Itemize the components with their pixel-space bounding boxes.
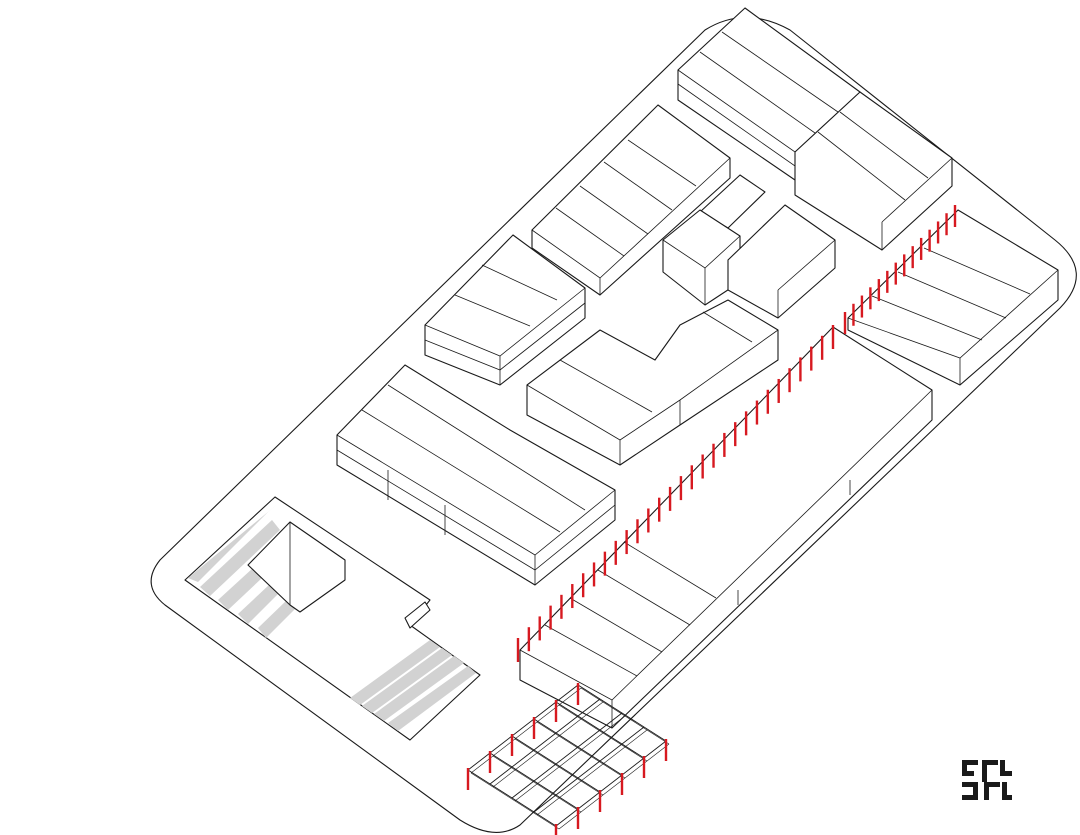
building-west-south bbox=[336, 364, 616, 586]
pergola-beam bbox=[580, 687, 670, 745]
building-north-tall bbox=[677, 7, 953, 251]
pergola-beam bbox=[511, 735, 601, 793]
pergola-beam bbox=[533, 726, 645, 813]
pergola-beam bbox=[492, 755, 582, 813]
pergola-beam bbox=[555, 740, 667, 827]
pergola-beam bbox=[514, 715, 626, 802]
parking-plaza bbox=[184, 496, 481, 741]
building-center bbox=[526, 299, 779, 466]
pergola-beam bbox=[577, 684, 667, 742]
pergola-beam bbox=[558, 704, 648, 762]
pergola-beam bbox=[489, 752, 579, 810]
parking-ramp-east bbox=[350, 640, 476, 731]
pergola-beam bbox=[489, 698, 601, 785]
building-east bbox=[847, 209, 1059, 386]
studio-monogram-logo bbox=[962, 760, 1012, 800]
pergola-beam bbox=[514, 738, 604, 796]
building-west-mid bbox=[424, 234, 586, 386]
building-courtyard-tower bbox=[662, 174, 836, 319]
pergola-beam bbox=[536, 729, 648, 816]
pergola-beam bbox=[492, 701, 604, 788]
pergola-beam bbox=[470, 772, 560, 830]
pergola-beam bbox=[536, 721, 626, 779]
pergola-beam bbox=[511, 712, 623, 799]
column-row-main bbox=[516, 325, 835, 662]
pergola-beam bbox=[467, 684, 579, 771]
building-north-west bbox=[531, 104, 731, 296]
pergola-beam bbox=[555, 701, 645, 759]
pergola-grid bbox=[466, 683, 670, 835]
pergola-beam bbox=[467, 769, 557, 827]
pergola-beam bbox=[533, 718, 623, 776]
column-row-east bbox=[843, 205, 957, 334]
